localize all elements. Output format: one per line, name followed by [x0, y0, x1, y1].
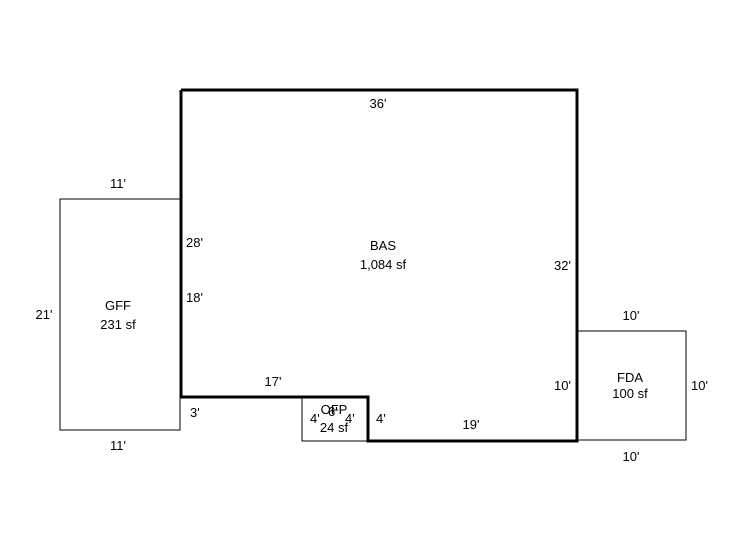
- dim-gff-top: 11': [110, 176, 126, 191]
- dim-bas-right: 32': [554, 258, 571, 273]
- dim-ofp-left: 4': [310, 411, 320, 426]
- dim-fda-top: 10': [623, 308, 640, 323]
- dim-ofp-top: 6': [328, 404, 338, 419]
- dim-bas-left-lower: 18': [186, 290, 203, 305]
- ofp-code-label: OFP: [321, 402, 348, 417]
- dim-gff-left: 21': [36, 307, 53, 322]
- dim-gff-bottom: 11': [110, 438, 126, 453]
- dim-bas-left-upper: 28': [186, 235, 203, 250]
- ofp-area-label: 24 sf: [320, 420, 349, 435]
- dim-gff-right-lower: 3': [190, 405, 200, 420]
- bas-outline: [179, 88, 579, 443]
- gff-code-label: GFF: [105, 298, 131, 313]
- dim-bas-right-lower: 10': [554, 378, 571, 393]
- dim-bas-bottom-left: 17': [265, 374, 282, 389]
- gff-outline: [59, 198, 181, 431]
- dim-bas-bottom-right: 19': [463, 417, 480, 432]
- dim-bas-step-right: 4': [376, 411, 386, 426]
- dim-fda-bottom: 10': [623, 449, 640, 464]
- fda-code-label: FDA: [617, 370, 643, 385]
- bas-area-label: 1,084 sf: [360, 257, 407, 272]
- bas-code-label: BAS: [370, 238, 396, 253]
- dim-fda-right: 10': [691, 378, 708, 393]
- dim-bas-top: 36': [370, 96, 387, 111]
- gff-area-label: 231 sf: [100, 317, 136, 332]
- dim-ofp-right: 4': [345, 411, 355, 426]
- fda-area-label: 100 sf: [612, 386, 648, 401]
